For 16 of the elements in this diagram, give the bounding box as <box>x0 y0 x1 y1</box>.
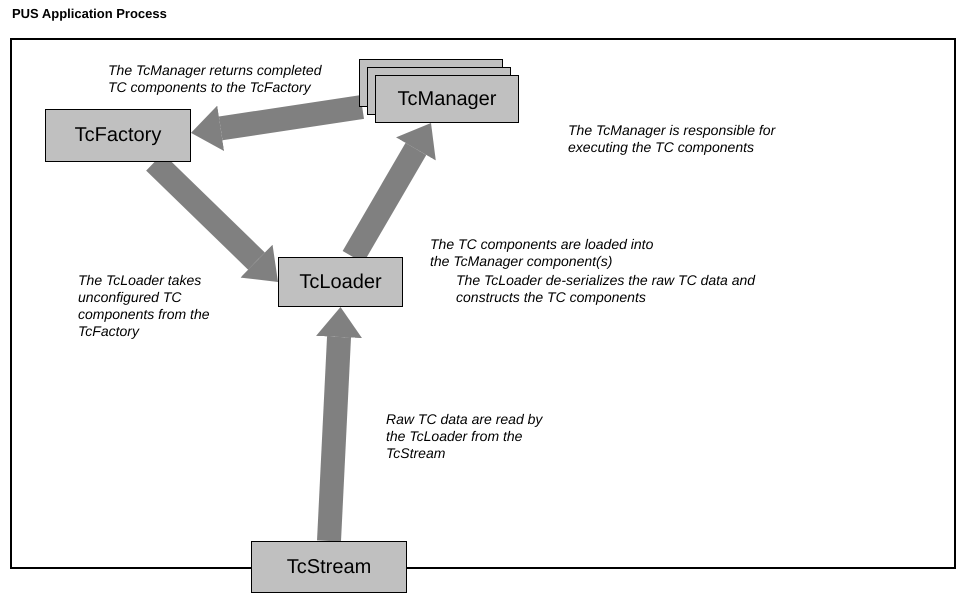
component-box <box>45 109 191 162</box>
component-box <box>278 257 403 307</box>
description-note: The TcLoader de-serializes the raw TC data and constructs the TC components <box>456 272 756 306</box>
edge-label: Raw TC data are read by the TcLoader from the TcStream <box>386 411 544 462</box>
description-note: The TcManager is responsible for executing the TC components <box>568 122 777 156</box>
edge-label: The TC components are loaded into the TcManager component(s) <box>430 236 654 270</box>
node-label: TcFactory <box>74 124 162 147</box>
block-arrow <box>316 307 362 542</box>
block-arrow <box>191 95 364 152</box>
node-label: TcManager <box>398 88 496 110</box>
component-box <box>251 541 407 593</box>
edge-label: The TcManager returns completed TC components to the TcFactory <box>108 62 323 96</box>
node-label: TcLoader <box>299 270 382 294</box>
edge-label: The TcLoader takes unconfigured TC components from the TcFactory <box>78 272 211 340</box>
node-label: TcStream <box>286 556 372 578</box>
frame-title: PUS Application Process <box>12 6 167 21</box>
